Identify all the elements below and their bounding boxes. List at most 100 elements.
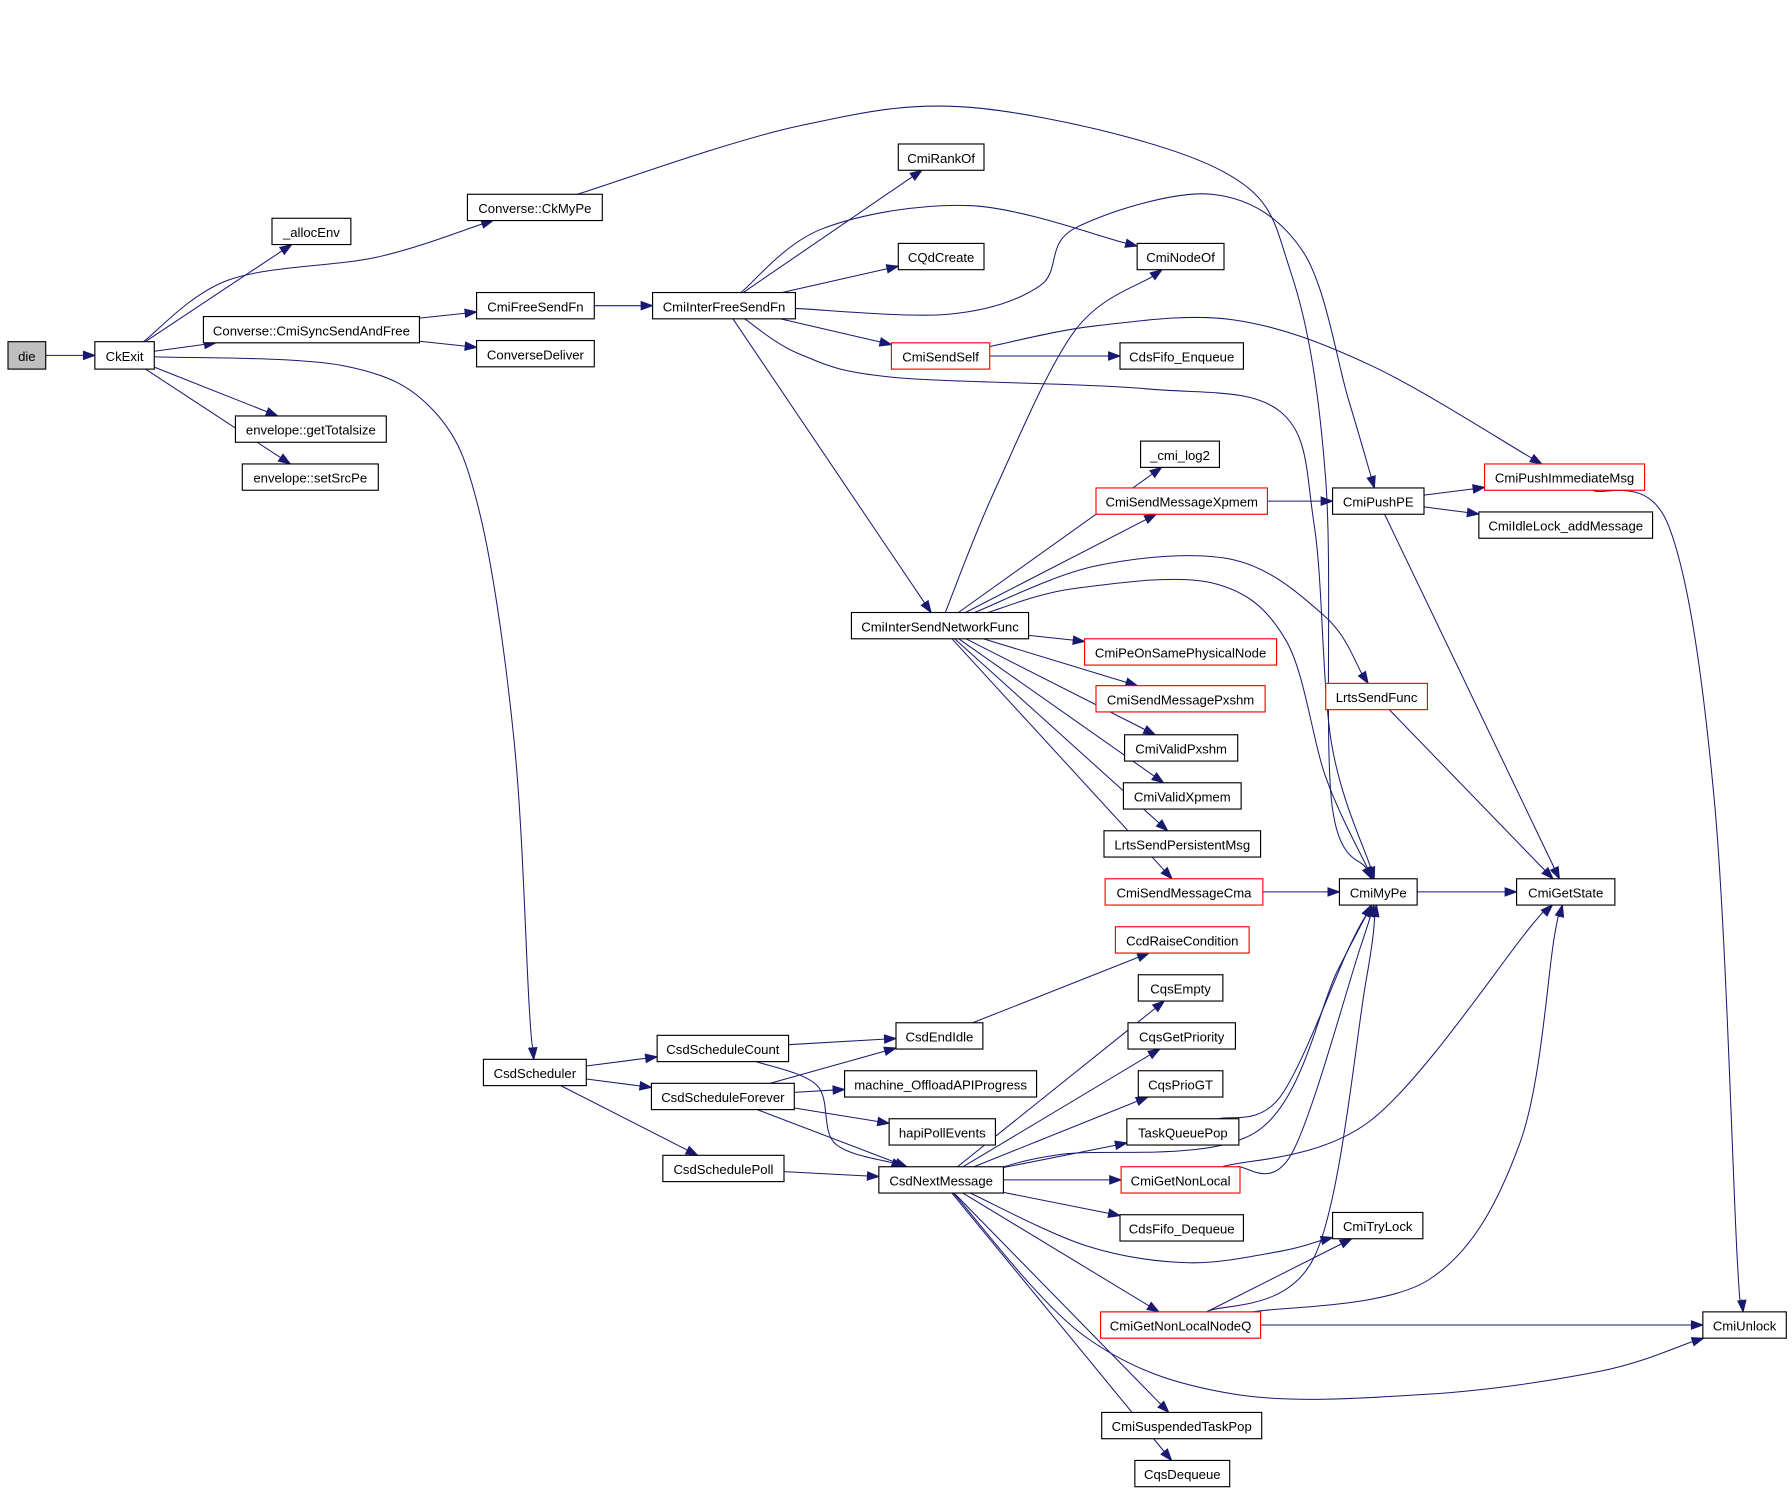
node-cqspriogt[interactable]: CqsPrioGT <box>1137 1070 1224 1098</box>
node-csdscheduler[interactable]: CsdScheduler <box>482 1058 587 1087</box>
node-machine-offloadapiprogress[interactable]: machine_OffloadAPIProgress <box>844 1070 1038 1098</box>
node-cqsdequeue[interactable]: CqsDequeue <box>1134 1459 1231 1488</box>
node-hapipollevents[interactable]: hapiPollEvents <box>888 1118 996 1146</box>
node-label: CqsPrioGT <box>1148 1078 1213 1093</box>
node-cmivalidxpmem[interactable]: CmiValidXpmem <box>1122 782 1242 810</box>
node-cmiintersendnetworkfunc[interactable]: CmiInterSendNetworkFunc <box>850 611 1030 640</box>
arrowhead-icon <box>264 407 280 417</box>
node-cmigetnonlocalnodeq[interactable]: CmiGetNonLocalNodeQ <box>1099 1311 1262 1339</box>
node-box <box>476 339 595 368</box>
node-cmisendmessagexpmem[interactable]: CmiSendMessageXpmem <box>1095 487 1268 515</box>
arrowhead-icon <box>480 219 495 229</box>
node-box <box>1119 1214 1244 1242</box>
arrowhead-icon <box>1160 866 1174 880</box>
node-box <box>895 1022 984 1050</box>
node-csdscheduleforever[interactable]: CsdScheduleForever <box>650 1082 795 1111</box>
node-lrtssendpersistentmsg[interactable]: LrtsSendPersistentMsg <box>1103 830 1262 858</box>
node-ckexit[interactable]: CkExit <box>94 341 155 370</box>
node-cmipeonsamephysicalnode[interactable]: CmiPeOnSamePhysicalNode <box>1083 638 1278 666</box>
node-ccdraisecondition[interactable]: CcdRaiseCondition <box>1114 926 1250 954</box>
arrowhead-icon <box>1107 1208 1122 1218</box>
node-cmipushpe[interactable]: CmiPushPE <box>1332 487 1425 515</box>
node-csdnextmessage[interactable]: CsdNextMessage <box>878 1166 1004 1194</box>
arrowhead-icon <box>866 1171 881 1181</box>
node-label: CQdCreate <box>908 250 974 265</box>
node-cmisendmessagepxshm[interactable]: CmiSendMessagePxshm <box>1095 685 1266 713</box>
node-box <box>1101 1411 1263 1440</box>
node-envelope-setsrcpe[interactable]: envelope::setSrcPe <box>241 463 379 491</box>
node-cmisendself[interactable]: CmiSendSelf <box>890 342 991 370</box>
node-box <box>1325 682 1428 711</box>
edge-line <box>962 1192 1150 1307</box>
node-csdschedulepoll[interactable]: CsdSchedulePoll <box>662 1154 785 1183</box>
edge-line <box>419 312 466 319</box>
node-label: CdsFifo_Enqueue <box>1129 350 1234 365</box>
node-lrtssendfunc[interactable]: LrtsSendFunc <box>1325 682 1428 711</box>
arrowhead-icon <box>876 1116 891 1127</box>
node-cqdcreate[interactable]: CQdCreate <box>897 242 985 271</box>
node-conversedeliver[interactable]: ConverseDeliver <box>476 339 595 368</box>
edge-line <box>973 1100 1138 1168</box>
node-envelope-gettotalsize[interactable]: envelope::getTotalsize <box>234 415 387 443</box>
edge-csdscheduler-to-csdschedulecount <box>586 1053 659 1067</box>
node-cmisuspendedtaskpop[interactable]: CmiSuspendedTaskPop <box>1101 1411 1263 1440</box>
node-box <box>650 1082 795 1111</box>
edge-cmiintersendnetworkfunc-to-cmimype <box>987 578 1373 881</box>
edge-line <box>788 1038 885 1046</box>
arrowhead-icon <box>640 300 655 311</box>
node-cqsgetpriority[interactable]: CqsGetPriority <box>1127 1022 1236 1050</box>
edge-cmiintersendnetworkfunc-to-lrtssendfunc <box>974 555 1369 685</box>
node-allocenv[interactable]: _allocEnv <box>271 217 352 246</box>
node-cmi-log2[interactable]: _cmi_log2 <box>1140 440 1220 468</box>
node-box <box>1099 1311 1262 1339</box>
node-cmiinterfreesendfn[interactable]: CmiInterFreeSendFn <box>652 291 796 320</box>
node-cdsfifo-dequeue[interactable]: CdsFifo_Dequeue <box>1119 1214 1244 1242</box>
node-cqsempty[interactable]: CqsEmpty <box>1137 974 1224 1002</box>
arrowhead-icon <box>1319 1235 1335 1246</box>
node-box <box>844 1070 1038 1098</box>
node-cmigetnonlocal[interactable]: CmiGetNonLocal <box>1120 1166 1241 1194</box>
edge-line <box>972 956 1139 1024</box>
edge-line <box>1003 1191 1109 1214</box>
node-cmimype[interactable]: CmiMyPe <box>1338 878 1418 906</box>
arrowhead-icon <box>1124 677 1139 687</box>
node-cmirankof[interactable]: CmiRankOf <box>897 143 985 171</box>
node-box <box>1134 1459 1231 1488</box>
node-converse-ckmype[interactable]: Converse::CkMyPe <box>466 193 603 222</box>
node-csdschedulecount[interactable]: CsdScheduleCount <box>656 1034 790 1063</box>
node-cmifreesendfn[interactable]: CmiFreeSendFn <box>476 291 595 320</box>
edge-cmipushimmediatemsg-to-cmiunlock <box>1592 489 1747 1314</box>
node-box <box>1338 878 1418 906</box>
edge-cmiinterfreesendfn-to-cmimype <box>744 318 1376 881</box>
node-cdsfifo-enqueue[interactable]: CdsFifo_Enqueue <box>1119 342 1244 370</box>
node-cmitrylock[interactable]: CmiTryLock <box>1331 1211 1424 1240</box>
edge-converse-cmisyncsendandfree-to-cmifreesendfn <box>419 308 479 319</box>
node-cmiidlelock-addmessage[interactable]: CmiIdleLock_addMessage <box>1478 511 1654 539</box>
node-cmipushimmediatemsg[interactable]: CmiPushImmediateMsg <box>1483 463 1646 491</box>
node-label: ConverseDeliver <box>487 347 585 362</box>
node-cmivalidpxshm[interactable]: CmiValidPxshm <box>1124 734 1239 762</box>
node-box <box>1332 487 1425 515</box>
node-label: CmiInterSendNetworkFunc <box>861 619 1019 634</box>
arrowhead-icon <box>527 1046 538 1061</box>
node-label: _cmi_log2 <box>1149 448 1210 463</box>
node-cmiunlock[interactable]: CmiUnlock <box>1702 1311 1787 1339</box>
node-label: CmiValidXpmem <box>1134 790 1231 805</box>
node-taskqueuepop[interactable]: TaskQueuePop <box>1126 1118 1240 1146</box>
node-label: LrtsSendFunc <box>1336 690 1418 705</box>
arrowhead-icon <box>909 169 924 181</box>
node-label: CmiValidPxshm <box>1135 742 1227 757</box>
node-cmigetstate[interactable]: CmiGetState <box>1515 878 1616 906</box>
node-csdendidle[interactable]: CsdEndIdle <box>895 1022 984 1050</box>
node-cmisendmessagecma[interactable]: CmiSendMessageCma <box>1104 878 1264 906</box>
node-label: CcdRaiseCondition <box>1126 934 1238 949</box>
edge-csdnextmessage-to-cmitrylock <box>969 1192 1335 1264</box>
arrowhead-icon <box>1149 466 1163 479</box>
arrowhead-icon <box>1549 865 1561 881</box>
node-converse-cmisyncsendandfree[interactable]: Converse::CmiSyncSendAndFree <box>202 315 420 344</box>
node-cminodeof[interactable]: CmiNodeOf <box>1136 242 1225 271</box>
edge-cmigetnonlocalnodeq-to-cmiunlock <box>1260 1320 1705 1330</box>
node-die[interactable]: die <box>7 341 47 370</box>
arrowhead-icon <box>1114 1140 1129 1151</box>
node-box <box>652 291 796 320</box>
